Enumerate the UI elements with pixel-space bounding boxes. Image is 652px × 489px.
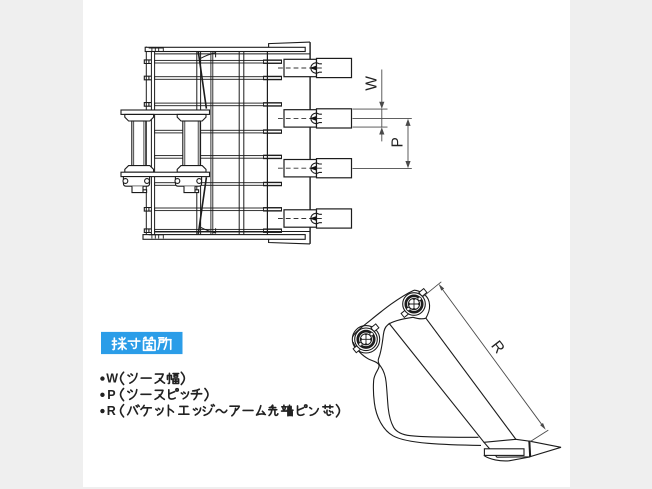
svg-text:R: R: [107, 404, 116, 418]
svg-text:W: W: [106, 372, 118, 386]
svg-text:W: W: [363, 76, 380, 91]
svg-text:P: P: [107, 388, 115, 402]
svg-text:P: P: [390, 137, 407, 147]
